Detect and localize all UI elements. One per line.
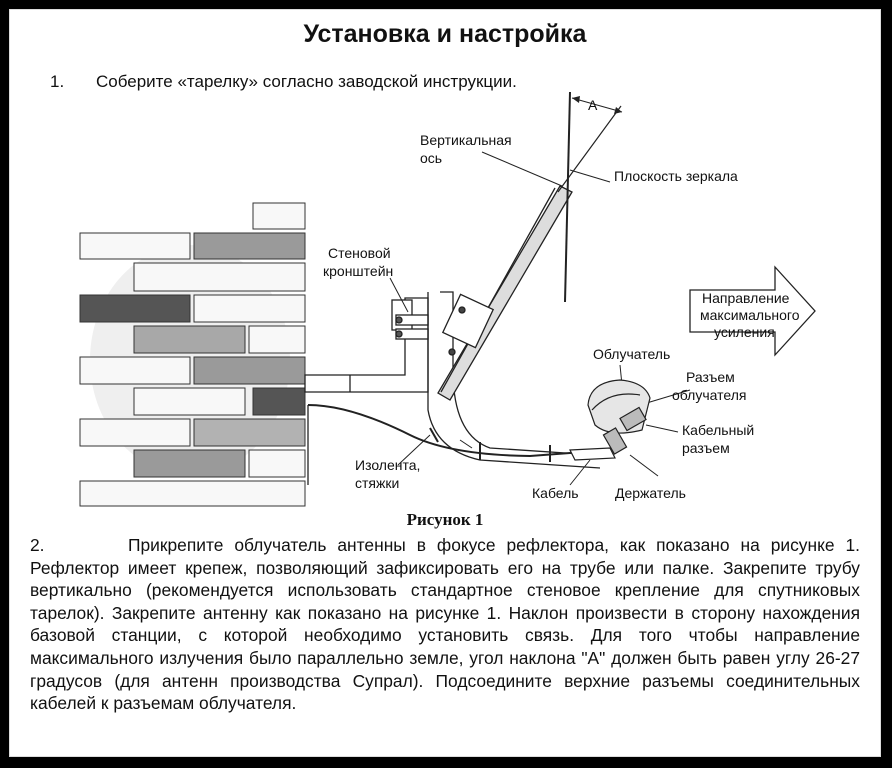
step-2: 2.Прикрепите облучатель антенны в фокусе… [30, 534, 860, 715]
step-1-text: Соберите «тарелку» согласно заводской ин… [96, 72, 517, 91]
max-gain-arrow [689, 265, 816, 357]
feed-connector-label-2: облучателя [672, 387, 746, 403]
angle-label: А [588, 97, 598, 113]
vertical-axis-label-1: Вертикальная [420, 132, 512, 148]
mirror-plane-line [557, 105, 622, 193]
feed-label: Облучатель [593, 346, 670, 362]
cable-label: Кабель [532, 485, 579, 501]
step-1: 1. Соберите «тарелку» согласно заводской … [50, 72, 517, 92]
document-page: Установка и настройка 1. Соберите «тарелк… [10, 10, 880, 756]
feed-connector-label-1: Разъем [686, 369, 735, 385]
step-2-number: 2. [30, 535, 45, 555]
wall-bracket-label-1: Стеновой [328, 245, 391, 261]
brick-wall [79, 202, 306, 507]
figure-caption: Рисунок 1 [406, 510, 484, 529]
max-gain-label-2: максимального [700, 307, 800, 323]
page-title: Установка и настройка [303, 20, 587, 48]
feed-horn [569, 379, 651, 461]
tape-label-1: Изолента, [355, 457, 420, 473]
installation-figure: А Вертикальная ось Плоскость зеркала Сте… [79, 91, 816, 507]
vertical-axis-line [564, 91, 571, 303]
mirror-plane-label: Плоскость зеркала [614, 168, 738, 184]
wall-bracket [304, 297, 429, 393]
reflector [437, 185, 573, 401]
step-2-text: Прикрепите облучатель антенны в фокусе р… [30, 535, 860, 714]
cable-connector-label-2: разъем [682, 440, 730, 456]
wall-bracket-label-2: кронштейн [323, 263, 393, 279]
vertical-axis-label-2: ось [420, 150, 442, 166]
max-gain-label-3: усиления [714, 324, 775, 340]
angle-dimension [571, 97, 623, 113]
cable-connector-label-1: Кабельный [682, 422, 754, 438]
step-1-number: 1. [50, 72, 65, 91]
holder-label: Держатель [615, 485, 686, 501]
tape-label-2: стяжки [355, 475, 399, 491]
cable [307, 404, 611, 458]
max-gain-label-1: Направление [702, 290, 790, 306]
